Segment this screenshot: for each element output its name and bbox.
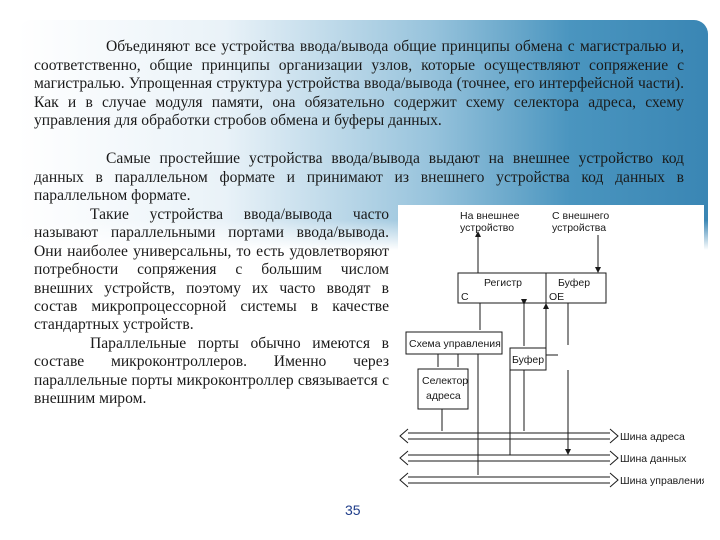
mid-buffer-box xyxy=(509,347,547,371)
io-structure-diagram: На внешнее устройство С внешнего устройс… xyxy=(398,205,704,497)
diagram-labels: На внешнее устройство С внешнего устройс… xyxy=(409,210,704,487)
paragraph-intro: Объединяют все устройства ввода/вывода о… xyxy=(34,38,684,129)
label-buffer-top: Буфер xyxy=(558,277,590,289)
label-selector-2: адреса xyxy=(426,390,461,402)
label-to-external-2: устройство xyxy=(460,222,514,234)
paragraph-microcontrollers: Параллельные порты обычно имеются в сост… xyxy=(34,334,389,408)
control-box xyxy=(405,331,503,355)
text-column: Такие устройства ввода/вывода часто назы… xyxy=(34,206,389,408)
data-bus xyxy=(399,450,619,466)
register-buffer-box xyxy=(457,272,607,304)
label-selector-1: Селектор xyxy=(422,375,468,387)
control-bus xyxy=(399,472,619,488)
label-buffer-mid: Буфер xyxy=(512,354,544,366)
label-register: Регистр xyxy=(484,277,522,289)
label-control-bus: Шина управления xyxy=(620,475,704,487)
label-buffer-oe: OE xyxy=(549,291,564,303)
label-address-bus: Шина адреса xyxy=(620,431,685,443)
address-bus xyxy=(399,428,619,444)
label-control: Схема управления xyxy=(409,338,501,350)
label-from-external-2: устройства xyxy=(552,222,606,234)
paragraph-simple-io: Самые простейшие устройства ввода/вывода… xyxy=(34,150,684,204)
label-data-bus: Шина данных xyxy=(620,453,687,465)
label-register-c: С xyxy=(461,291,469,303)
selector-box xyxy=(417,368,469,410)
page-number: 35 xyxy=(345,502,361,518)
paragraph-parallel-ports: Такие устройства ввода/вывода часто назы… xyxy=(34,206,389,334)
label-to-external-1: На внешнее xyxy=(460,210,520,222)
label-from-external-1: С внешнего xyxy=(552,210,609,222)
